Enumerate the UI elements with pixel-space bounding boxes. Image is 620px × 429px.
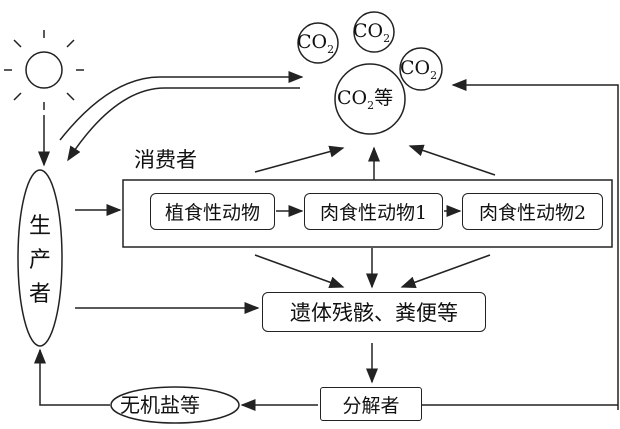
co2-main-circle <box>334 63 406 135</box>
co2-circle <box>297 22 339 64</box>
co2-circle <box>399 47 443 91</box>
herbivore-box: 植食性动物 <box>150 193 275 230</box>
sun-icon <box>4 30 84 110</box>
consumers-box <box>122 179 613 248</box>
salts-label: 无机盐等 <box>120 393 200 417</box>
producer-ellipse <box>17 169 63 347</box>
co2-label: CO2 <box>400 57 438 82</box>
decomposers-box: 分解者 <box>320 387 422 421</box>
co2-circle <box>353 11 395 53</box>
producer-label: 生产者 <box>29 214 52 307</box>
co2-label: CO2 <box>353 20 391 45</box>
carnivore1-box: 肉食性动物1 <box>304 193 443 230</box>
remains-box: 遗体残骸、粪便等 <box>262 292 486 332</box>
consumers-label: 消费者 <box>134 148 197 172</box>
co2-label: CO2 <box>297 31 335 56</box>
co2-main-label: CO2等 <box>337 87 394 112</box>
salts-ellipse <box>110 386 240 424</box>
carnivore2-box: 肉食性动物2 <box>462 193 603 230</box>
